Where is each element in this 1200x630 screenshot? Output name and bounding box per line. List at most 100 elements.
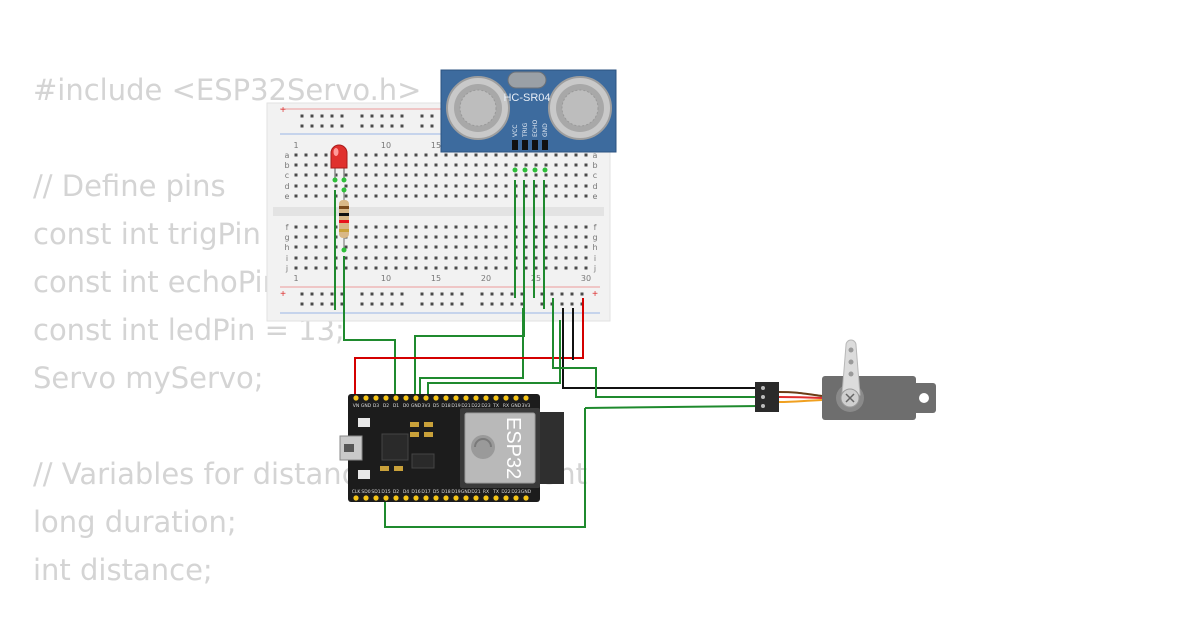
esp32-top-pin-label: GND (411, 403, 422, 409)
esp32-bottom-pin[interactable] (353, 495, 359, 501)
esp32-top-pin[interactable] (363, 395, 369, 401)
esp32-bottom-pin-label: D5 (433, 489, 439, 495)
breadboard-label: a (285, 151, 290, 160)
esp32-bottom-pin-label: D21 (471, 489, 480, 495)
breadboard-label: 20 (481, 274, 491, 283)
esp32-top-pin-label: GND (361, 403, 372, 409)
esp32-bottom-pin[interactable] (393, 495, 399, 501)
esp32-bottom-pin-label: D4 (403, 489, 409, 495)
esp32-bottom-pin[interactable] (523, 495, 529, 501)
esp32-bottom-pin[interactable] (363, 495, 369, 501)
esp32-top-pin[interactable] (513, 395, 519, 401)
esp32-bottom-pin[interactable] (463, 495, 469, 501)
code-line: Servo myServo; (33, 361, 264, 395)
breadboard-label: h (592, 243, 597, 252)
esp32-bottom-pin[interactable] (433, 495, 439, 501)
wire-esp-gnd (427, 320, 561, 398)
esp32-bottom-pin[interactable] (503, 495, 509, 501)
esp32-bottom-pin[interactable] (513, 495, 519, 501)
esp32-top-pin[interactable] (503, 395, 509, 401)
esp32-top-pin[interactable] (423, 395, 429, 401)
esp32-bottom-pin-label: D19 (451, 489, 460, 495)
esp32-top-pin-label: 3V3 (422, 403, 431, 409)
esp32-top-pin-label: D2 (383, 403, 389, 409)
red-led[interactable] (330, 144, 348, 183)
wire-red-power (354, 298, 584, 398)
breadboard-label: f (286, 223, 289, 232)
esp32-top-pin[interactable] (433, 395, 439, 401)
servo-motor[interactable] (755, 339, 936, 420)
breadboard-label: 1 (293, 141, 298, 150)
breadboard-label: j (593, 264, 596, 273)
sensor-pin-connection (532, 167, 538, 173)
sensor-pin-connection (512, 167, 518, 173)
esp32-top-pin[interactable] (453, 395, 459, 401)
esp32-top-pin[interactable] (473, 395, 479, 401)
wire-resistor-to-esp (343, 256, 396, 398)
esp32-top-pin-label: D5 (433, 403, 439, 409)
esp32-top-pin[interactable] (493, 395, 499, 401)
breadboard-label: d (592, 182, 597, 191)
code-line: const int ledPin = 13; (33, 313, 345, 347)
esp32-bottom-pin-label: D23 (511, 489, 520, 495)
esp32-top-pin[interactable] (373, 395, 379, 401)
esp32-top-pin[interactable] (383, 395, 389, 401)
esp32-bottom-pin[interactable] (453, 495, 459, 501)
esp32-top-pin[interactable] (403, 395, 409, 401)
reset-button[interactable] (358, 418, 370, 427)
esp32-top-pin-label: TX (492, 403, 499, 409)
breadboard-label: g (284, 233, 289, 242)
breadboard-plus-label: + (280, 289, 286, 300)
esp32-top-pin-label: D3 (373, 403, 379, 409)
esp32-bottom-pin[interactable] (403, 495, 409, 501)
sensor-pin[interactable] (542, 140, 548, 150)
esp32-top-pin[interactable] (463, 395, 469, 401)
sensor-pin[interactable] (522, 140, 528, 150)
esp32-top-pin[interactable] (393, 395, 399, 401)
esp32-bottom-pin-label: D15 (381, 489, 390, 495)
boot-button[interactable] (358, 470, 370, 479)
esp32-bottom-pin[interactable] (493, 495, 499, 501)
esp32-bottom-pin[interactable] (443, 495, 449, 501)
esp32-bottom-pin[interactable] (473, 495, 479, 501)
esp32-top-pin-label: VN (353, 403, 359, 409)
esp32-top-pin-label: D18 (441, 403, 450, 409)
esp32-bottom-pin[interactable] (383, 495, 389, 501)
esp32-bottom-pin-label: CLK (352, 489, 362, 495)
breadboard-label: b (592, 161, 597, 170)
breadboard-label: d (284, 182, 289, 191)
breadboard-holes (294, 114, 588, 306)
esp32-bottom-pin[interactable] (413, 495, 419, 501)
esp32-bottom-pin-label: TX (492, 489, 499, 495)
resistor[interactable] (339, 187, 349, 253)
breadboard-label: b (284, 161, 289, 170)
esp32-bottom-pin-label: D18 (441, 489, 450, 495)
esp32-top-pin-label: GND (511, 403, 522, 409)
esp32-top-pin[interactable] (413, 395, 419, 401)
breadboard-label: 15 (431, 274, 441, 283)
sensor-pin[interactable] (532, 140, 538, 150)
esp32-bottom-pin[interactable] (423, 495, 429, 501)
wire-black-gnd (562, 308, 760, 389)
wire-servo-vcc (552, 298, 760, 398)
esp32-top-pin[interactable] (443, 395, 449, 401)
sensor-pin[interactable] (512, 140, 518, 150)
esp32-bottom-pin-label: SD0 (361, 489, 370, 495)
esp32-bottom-pin[interactable] (483, 495, 489, 501)
esp32-top-pin[interactable] (523, 395, 529, 401)
esp32-top-pin[interactable] (483, 395, 489, 401)
esp32-bottom-pin[interactable] (373, 495, 379, 501)
esp32-top-pin-label: RX (503, 403, 509, 409)
breadboard-label: a (593, 151, 598, 160)
code-line: int distance; (33, 553, 213, 587)
esp32-top-pin[interactable] (353, 395, 359, 401)
breadboard-plus-label: + (592, 289, 598, 300)
breadboard-label: f (594, 223, 597, 232)
esp32-bottom-pin-label: RX (483, 489, 489, 495)
